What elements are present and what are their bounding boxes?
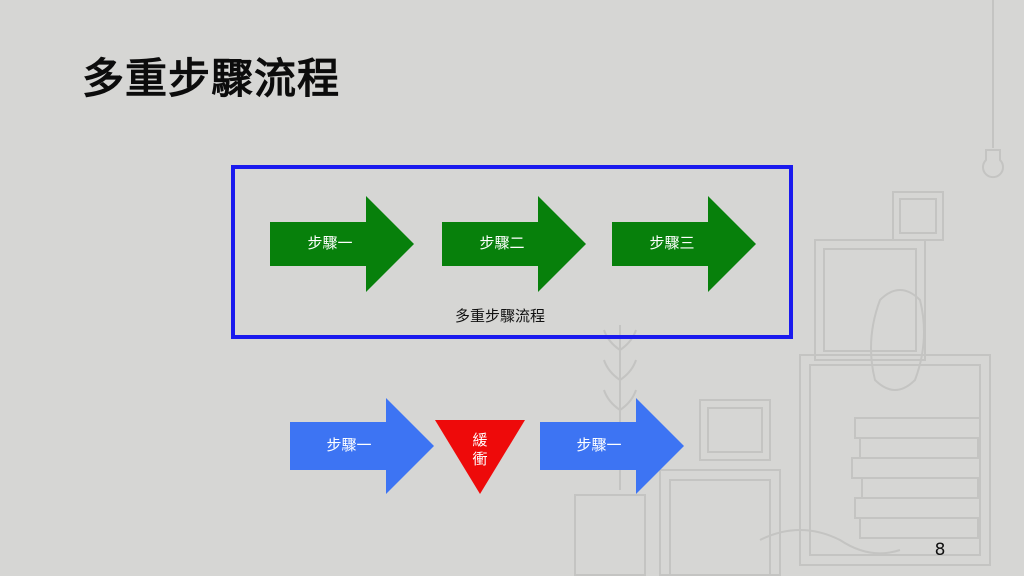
- right-arrow-icon: [540, 398, 684, 494]
- lightbulb-icon: [982, 149, 1004, 179]
- right-arrow-icon: [442, 196, 586, 292]
- buffer-triangle[interactable]: 緩 衝: [435, 420, 525, 494]
- bottom-left-arrow-label: 步驟一: [326, 436, 372, 454]
- buffer-label-bottom: 衝: [472, 450, 488, 468]
- right-arrow-icon: [290, 398, 434, 494]
- bottom-right-arrow[interactable]: 步驟一: [540, 398, 684, 494]
- step-arrow-1-label: 步驟一: [307, 234, 353, 252]
- right-arrow-icon: [612, 196, 756, 292]
- multi-step-frame: [231, 165, 793, 339]
- page-number: 8: [934, 540, 946, 560]
- bottom-left-arrow[interactable]: 步驟一: [290, 398, 434, 494]
- step-arrow-1[interactable]: 步驟一: [270, 196, 414, 292]
- buffer-label-top: 緩: [472, 431, 488, 449]
- step-arrow-3-label: 步驟三: [649, 234, 695, 252]
- step-arrow-3[interactable]: 步驟三: [612, 196, 756, 292]
- down-triangle-icon: [435, 420, 525, 494]
- slide-title: 多重步驟流程: [82, 54, 341, 103]
- step-arrow-2[interactable]: 步驟二: [442, 196, 586, 292]
- right-arrow-icon: [270, 196, 414, 292]
- bottom-right-arrow-label: 步驟一: [576, 436, 622, 454]
- step-arrow-2-label: 步驟二: [479, 234, 525, 252]
- flow-caption: 多重步驟流程: [454, 307, 545, 325]
